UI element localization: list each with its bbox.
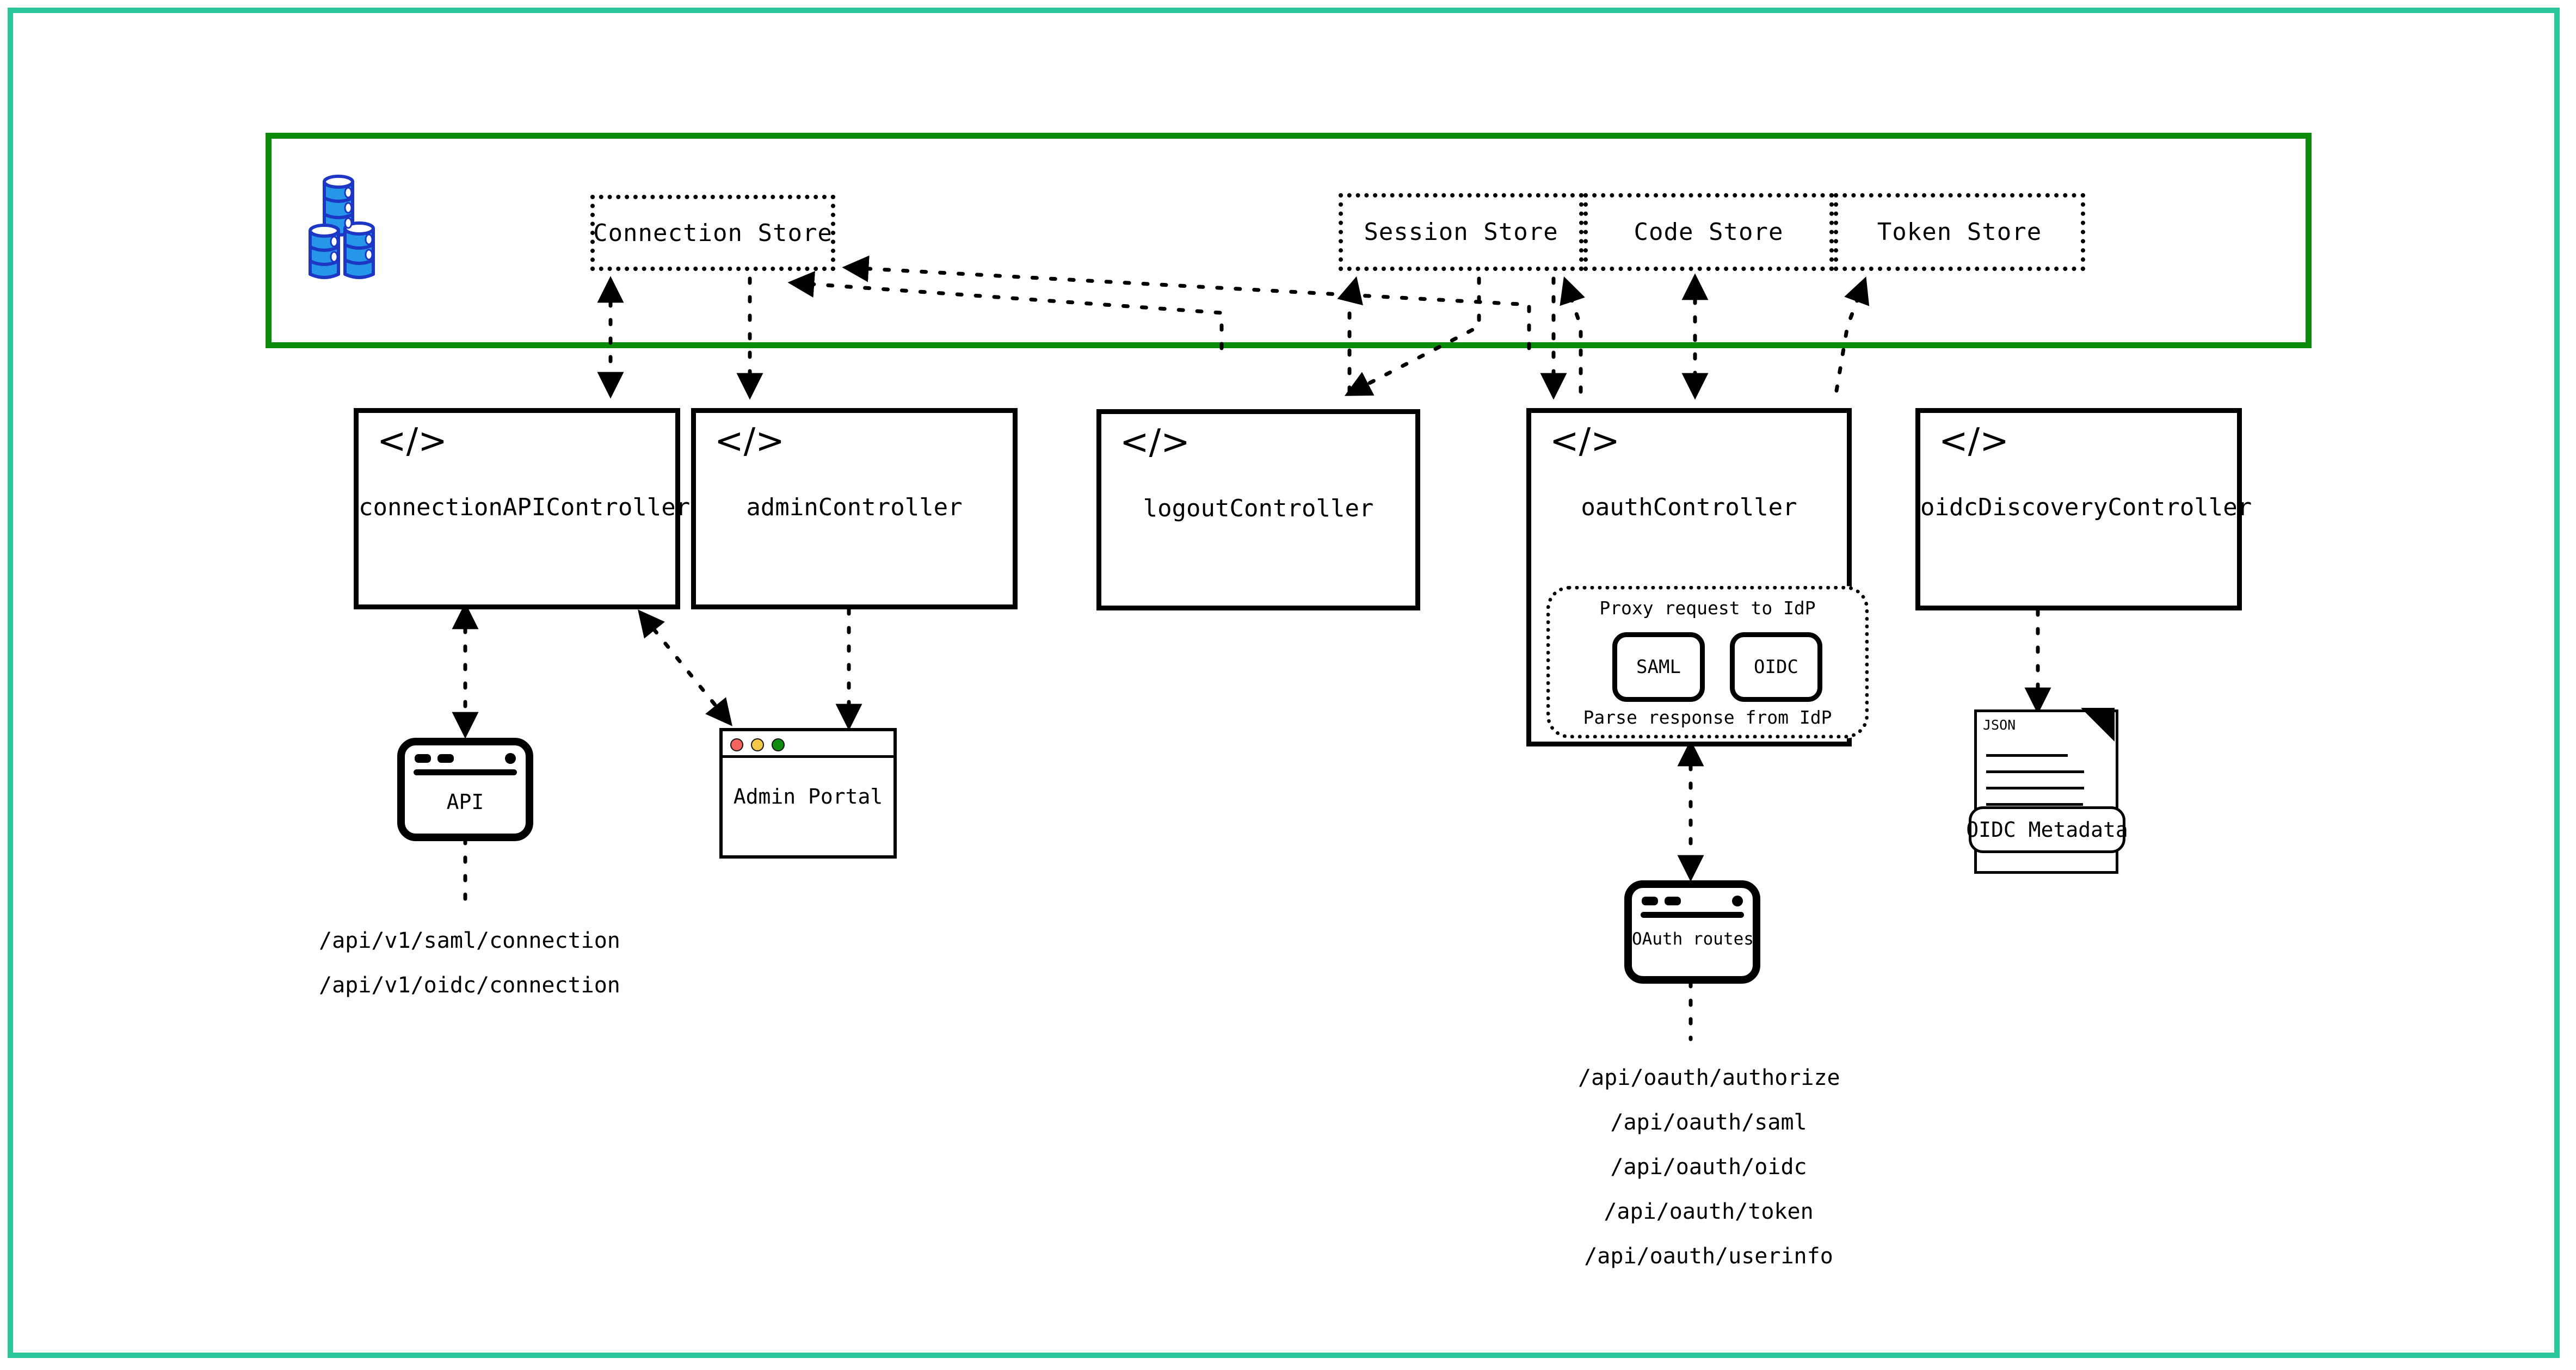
oidc-metadata-label: OIDC Metadata xyxy=(1966,818,2128,842)
controller-oidc-discovery-controller[interactable]: </> oidcDiscoveryController xyxy=(1915,408,2252,610)
proxy-top-label: Proxy request to IdP xyxy=(1599,597,1816,619)
controller-label: oauthController xyxy=(1581,493,1797,521)
controller-admin-controller[interactable]: </> adminController xyxy=(691,408,1018,609)
endpoint-path: /api/oauth/saml xyxy=(1610,1110,1807,1135)
store-label: Token Store xyxy=(1877,218,2042,246)
proxy-request-group: Proxy request to IdP SAML OIDC Parse res… xyxy=(1546,586,1869,738)
oauth-routes-window-icon[interactable]: OAuth routes xyxy=(1624,880,1760,984)
controller-oauth-controller[interactable]: </> oauthController Proxy request to IdP… xyxy=(1526,408,1869,746)
code-icon: </> xyxy=(1120,422,1190,462)
traffic-light-close-icon[interactable] xyxy=(730,738,743,751)
oidc-chip[interactable]: OIDC xyxy=(1730,632,1822,702)
api-window-label: API xyxy=(446,790,484,814)
window-control-dot xyxy=(1732,896,1743,906)
window-control-square-2 xyxy=(437,754,454,763)
store-box-connection-store[interactable]: Connection Store xyxy=(590,195,835,271)
page-fold-corner-icon xyxy=(2081,708,2115,742)
admin-portal-window[interactable]: Admin Portal xyxy=(719,728,897,859)
endpoint-path: /api/v1/oidc/connection xyxy=(319,973,620,998)
code-icon: </> xyxy=(714,421,785,461)
endpoint-path: /api/oauth/authorize xyxy=(1578,1065,1840,1090)
store-box-code-store[interactable]: Code Store xyxy=(1583,193,1834,271)
code-icon: </> xyxy=(377,421,447,461)
code-icon: </> xyxy=(1550,421,1620,461)
traffic-light-maximize-icon[interactable] xyxy=(772,738,785,751)
api-window-icon[interactable]: API xyxy=(397,738,533,841)
store-box-token-store[interactable]: Token Store xyxy=(1834,193,2085,271)
oidc-metadata-pill: OIDC Metadata xyxy=(1966,806,2128,853)
json-file-type-label: JSON xyxy=(1983,717,2016,733)
doc-line xyxy=(1986,754,2068,757)
controller-label: logoutController xyxy=(1143,495,1374,522)
oauth-routes-window-label: OAuth routes xyxy=(1632,929,1754,949)
oidc-metadata-document-icon[interactable]: JSON OIDC Metadata xyxy=(1966,708,2128,874)
window-control-square-2 xyxy=(1665,897,1681,905)
controller-label: connectionAPIController xyxy=(359,493,691,521)
saml-chip-label: SAML xyxy=(1636,656,1681,678)
doc-line xyxy=(1986,803,2083,806)
endpoint-path: /api/oauth/oidc xyxy=(1610,1155,1807,1180)
controller-label: adminController xyxy=(746,493,963,521)
doc-line xyxy=(1986,770,2084,773)
store-label: Session Store xyxy=(1364,218,1558,246)
endpoint-path: /api/oauth/userinfo xyxy=(1584,1244,1833,1269)
window-control-square-1 xyxy=(1642,897,1658,905)
oauth-endpoint-path-list: /api/oauth/authorize /api/oauth/saml /ap… xyxy=(1578,1056,1840,1279)
proxy-bottom-label: Parse response from IdP xyxy=(1583,707,1832,728)
window-control-dot xyxy=(505,753,516,764)
connection-endpoint-path-list: /api/v1/saml/connection /api/v1/oidc/con… xyxy=(319,918,620,1008)
store-box-session-store[interactable]: Session Store xyxy=(1339,193,1583,271)
database-stack-icon xyxy=(305,173,430,282)
doc-line xyxy=(1986,787,2084,789)
code-icon: </> xyxy=(1939,421,2009,461)
controller-connection-api-controller[interactable]: </> connectionAPIController xyxy=(354,408,691,609)
traffic-light-minimize-icon[interactable] xyxy=(751,738,764,751)
controller-logout-controller[interactable]: </> logoutController xyxy=(1096,409,1420,610)
admin-portal-label: Admin Portal xyxy=(733,785,883,809)
store-label: Code Store xyxy=(1634,218,1784,246)
oidc-chip-label: OIDC xyxy=(1754,656,1798,678)
store-label: Connection Store xyxy=(593,219,833,247)
admin-portal-titlebar xyxy=(723,731,893,758)
window-control-square-1 xyxy=(415,754,431,763)
endpoint-path: /api/oauth/token xyxy=(1604,1199,1814,1224)
controller-label: oidcDiscoveryController xyxy=(1920,493,2252,521)
saml-chip[interactable]: SAML xyxy=(1612,632,1705,702)
window-title-rule xyxy=(414,769,517,775)
window-title-rule xyxy=(1641,912,1744,918)
endpoint-path: /api/v1/saml/connection xyxy=(319,928,620,953)
